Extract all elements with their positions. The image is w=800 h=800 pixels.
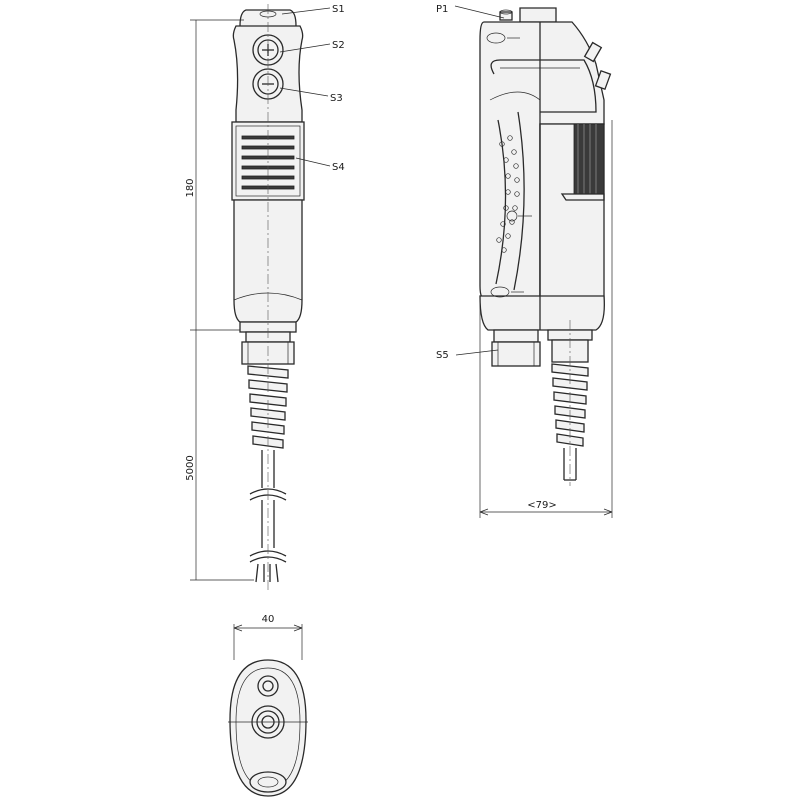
label-s5: S5 bbox=[436, 350, 449, 361]
front-view bbox=[231, 4, 305, 590]
dim-depth-side: <79> bbox=[527, 500, 556, 511]
side-view bbox=[479, 7, 612, 486]
dim-width-top: 40 bbox=[262, 614, 275, 625]
label-s3: S3 bbox=[330, 93, 343, 104]
grip-ridges bbox=[577, 124, 597, 194]
dim-length-cable: 5000 bbox=[185, 455, 196, 480]
side-spring bbox=[551, 363, 589, 447]
front-dimensions: 180 5000 bbox=[185, 19, 254, 581]
side-labels: P1 S5 <79> bbox=[436, 4, 613, 518]
label-s1: S1 bbox=[332, 4, 345, 15]
top-view: 40 bbox=[228, 614, 308, 797]
dim-height-body: 180 bbox=[185, 178, 196, 197]
front-labels: S1 S2 S3 S4 bbox=[279, 4, 345, 173]
label-p1: P1 bbox=[436, 4, 448, 15]
side-grip-dots bbox=[495, 111, 525, 291]
label-s2: S2 bbox=[332, 40, 345, 51]
label-s4: S4 bbox=[332, 162, 345, 173]
